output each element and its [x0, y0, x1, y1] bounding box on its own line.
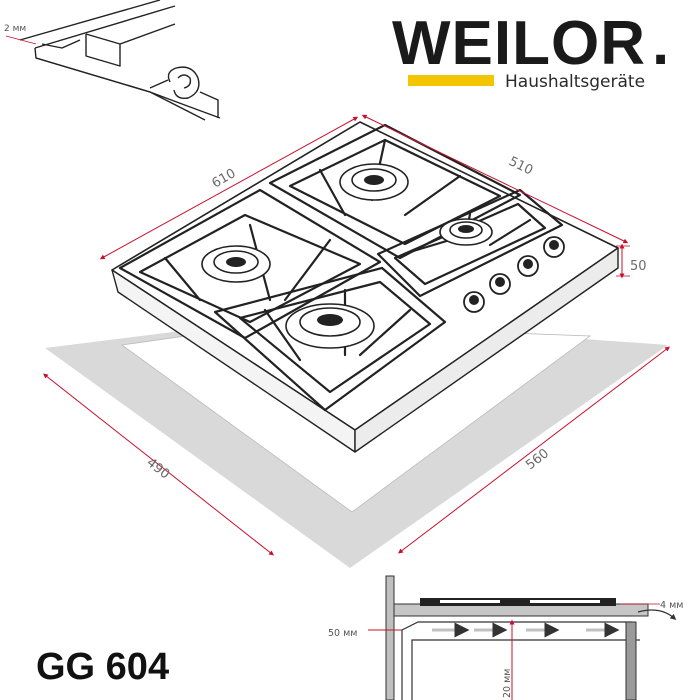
installation-section: 50 мм 4 мм 20 мм	[328, 575, 683, 700]
model-name: GG 604	[36, 646, 169, 688]
brand-dot: .	[652, 9, 669, 78]
brand-name: WEILOR	[392, 9, 646, 78]
burner-front-left	[285, 303, 375, 349]
brand-accent-bar	[408, 75, 494, 86]
dim-depth-top-label: 510	[506, 154, 535, 178]
seal-detail-illustration: 2 мм	[4, 0, 221, 121]
knob-3	[517, 255, 539, 277]
burner-front-right	[439, 218, 493, 246]
dimension-depth-top: 510	[361, 114, 629, 244]
dim-cutout-width-label: 560	[523, 446, 552, 473]
brand-logo: WEILOR . Haushaltsgeräte	[392, 9, 669, 92]
dimension-height: 50	[616, 243, 647, 279]
dim-cutout-depth-label: 490	[144, 455, 173, 482]
seal-gap-label: 2 мм	[4, 24, 26, 34]
burner-rear-left	[201, 245, 271, 283]
brand-tagline: Haushaltsgeräte	[505, 72, 645, 92]
burner-rear-right	[339, 163, 409, 201]
dim-width-top-label: 610	[210, 166, 239, 191]
control-knobs	[463, 236, 565, 313]
knob-4	[543, 236, 565, 258]
clearance-side-label: 50 мм	[328, 628, 357, 639]
knob-1	[463, 291, 485, 313]
knob-2	[489, 273, 511, 295]
clearance-gap-label: 4 мм	[660, 600, 683, 611]
clearance-bottom-label: 20 мм	[502, 669, 513, 698]
dim-height-label: 50	[630, 259, 647, 274]
